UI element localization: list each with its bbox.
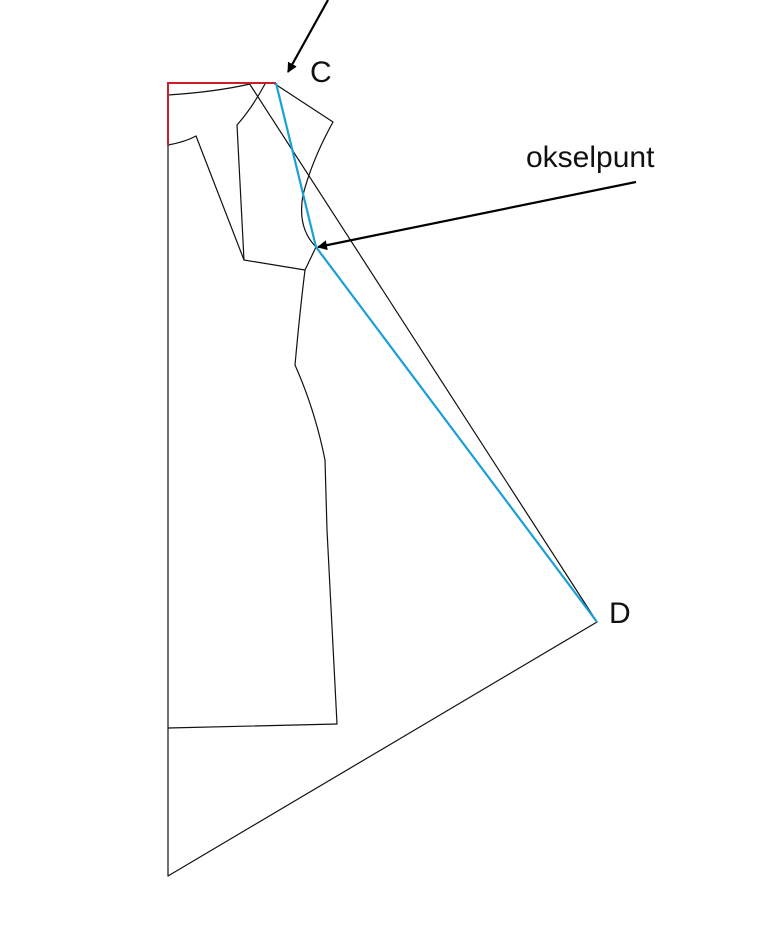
armhole-curve xyxy=(274,83,334,248)
hem-line xyxy=(167,723,338,729)
label-c: C xyxy=(310,56,332,89)
side-seam xyxy=(294,246,338,725)
label-d: D xyxy=(609,597,631,630)
blue-construction-line xyxy=(274,82,598,623)
bodice-piece-front xyxy=(236,83,266,261)
arrow-to-c xyxy=(287,0,329,73)
label-shoulder-point: okselpunt xyxy=(526,141,655,174)
neckline-curve xyxy=(167,83,251,96)
skirt-construction-outline xyxy=(167,82,598,877)
bodice-piece-left xyxy=(195,135,306,271)
center-front-curve xyxy=(167,135,197,146)
arrow-to-shoulder-point xyxy=(317,180,637,251)
red-construction-line xyxy=(167,82,276,145)
